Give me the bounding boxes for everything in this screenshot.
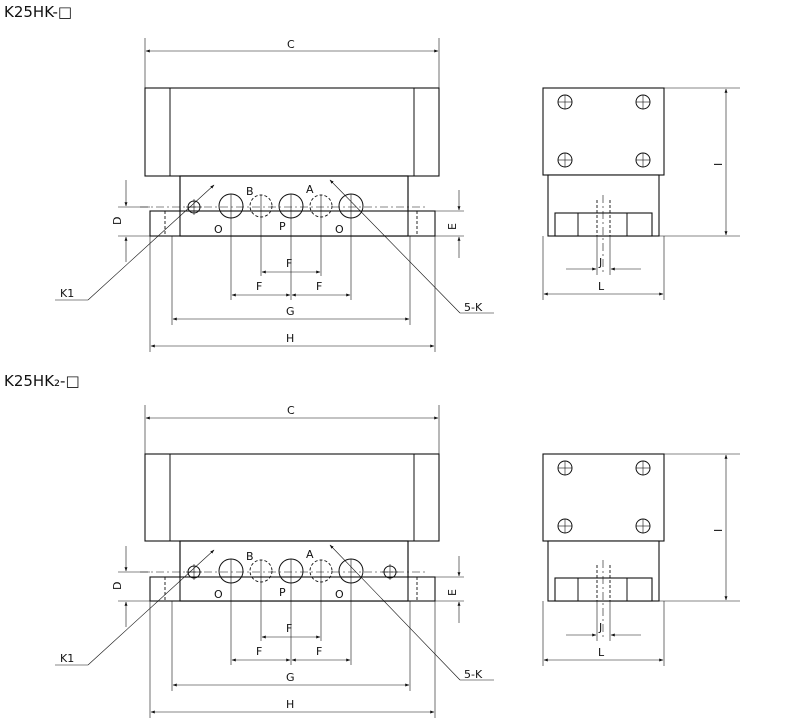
label-j: J — [598, 621, 602, 634]
label-i: I — [712, 163, 725, 166]
view-k25hk2: K25HK₂-□ C — [4, 372, 740, 718]
port-b: B — [246, 550, 273, 641]
label-f-center: F — [286, 257, 292, 270]
port-o-left — [218, 193, 244, 300]
view-title: K25HK-□ — [4, 3, 72, 21]
port-k1 — [186, 564, 202, 580]
view-title: K25HK₂-□ — [4, 372, 80, 390]
label-o-right: O — [335, 223, 344, 236]
dimension-c: C — [144, 38, 440, 88]
dimension-e: E — [435, 190, 464, 258]
dimension-l: L — [542, 236, 665, 300]
label-p: P — [279, 220, 286, 233]
port-o-right — [338, 193, 364, 300]
dimension-f-center: F — [261, 257, 321, 274]
dimension-j: J — [566, 601, 641, 641]
bolt-icon — [635, 460, 651, 476]
label-c: C — [287, 404, 295, 417]
bolt-icon — [557, 518, 573, 534]
dimension-j: J — [566, 236, 641, 275]
label-k1: K1 — [60, 652, 74, 665]
dimension-f-left: F — [231, 280, 291, 297]
label-b: B — [246, 550, 254, 563]
port-k1-extra — [382, 564, 398, 580]
port-a: A — [306, 548, 333, 641]
dimension-f-right: F — [291, 645, 351, 662]
label-o-left: O — [214, 588, 223, 601]
port-o-right — [338, 558, 364, 665]
bolt-icon — [557, 460, 573, 476]
label-j: J — [598, 256, 602, 269]
dimension-f-center: F — [261, 622, 321, 639]
dimension-g: G — [171, 236, 411, 325]
view-k25hk: K25HK-□ C — [4, 3, 740, 352]
dimension-e: E — [435, 556, 464, 623]
label-p: P — [279, 586, 286, 599]
label-e: E — [446, 223, 459, 230]
label-o-right: O — [335, 588, 344, 601]
dimension-h: H — [149, 601, 436, 718]
dimension-g: G — [171, 601, 411, 691]
bolt-icon — [635, 518, 651, 534]
manifold-body — [140, 540, 436, 602]
label-i: I — [712, 529, 725, 532]
label-f-left: F — [256, 280, 262, 293]
label-k1: K1 — [60, 287, 74, 300]
port-p: P — [278, 193, 304, 300]
label-e: E — [446, 589, 459, 596]
port-b: B — [246, 185, 273, 276]
label-f-right: F — [316, 645, 322, 658]
port-o-left — [218, 558, 244, 665]
label-b: B — [246, 185, 254, 198]
side-view — [542, 453, 665, 638]
dimension-f-right: F — [291, 280, 351, 297]
bolt-icon — [635, 152, 651, 168]
label-g: G — [286, 305, 295, 318]
label-f-center: F — [286, 622, 292, 635]
dimension-i: I — [659, 87, 740, 237]
bolt-icon — [635, 94, 651, 110]
label-l: L — [598, 280, 605, 293]
dimension-h: H — [149, 236, 436, 352]
label-h: H — [286, 698, 294, 711]
label-5k: 5-K — [464, 668, 483, 681]
label-c: C — [287, 38, 295, 51]
label-a: A — [306, 548, 314, 561]
leader-5k: 5-K — [329, 544, 494, 681]
port-p: P — [278, 558, 304, 665]
label-f-left: F — [256, 645, 262, 658]
cover-block — [144, 453, 440, 542]
leader-k1: K1 — [55, 549, 215, 666]
label-d: D — [111, 217, 124, 225]
label-h: H — [286, 332, 294, 345]
dimension-d: D — [111, 180, 150, 262]
bolt-icon — [557, 152, 573, 168]
label-d: D — [111, 582, 124, 590]
label-o-left: O — [214, 223, 223, 236]
cover-block — [144, 87, 440, 177]
label-g: G — [286, 671, 295, 684]
manifold-body — [140, 175, 436, 237]
leader-k1: K1 — [55, 184, 215, 301]
dimension-f-left: F — [231, 645, 291, 662]
dimension-d: D — [111, 546, 150, 627]
leader-5k: 5-K — [329, 179, 494, 314]
label-f-right: F — [316, 280, 322, 293]
dimension-c: C — [144, 404, 440, 454]
label-5k: 5-K — [464, 301, 483, 314]
label-a: A — [306, 183, 314, 196]
side-view — [542, 87, 665, 272]
port-k1 — [186, 199, 202, 215]
dimension-l: L — [542, 601, 665, 666]
dimension-i: I — [659, 453, 740, 602]
label-l: L — [598, 646, 605, 659]
port-a: A — [306, 183, 333, 276]
bolt-icon — [557, 94, 573, 110]
